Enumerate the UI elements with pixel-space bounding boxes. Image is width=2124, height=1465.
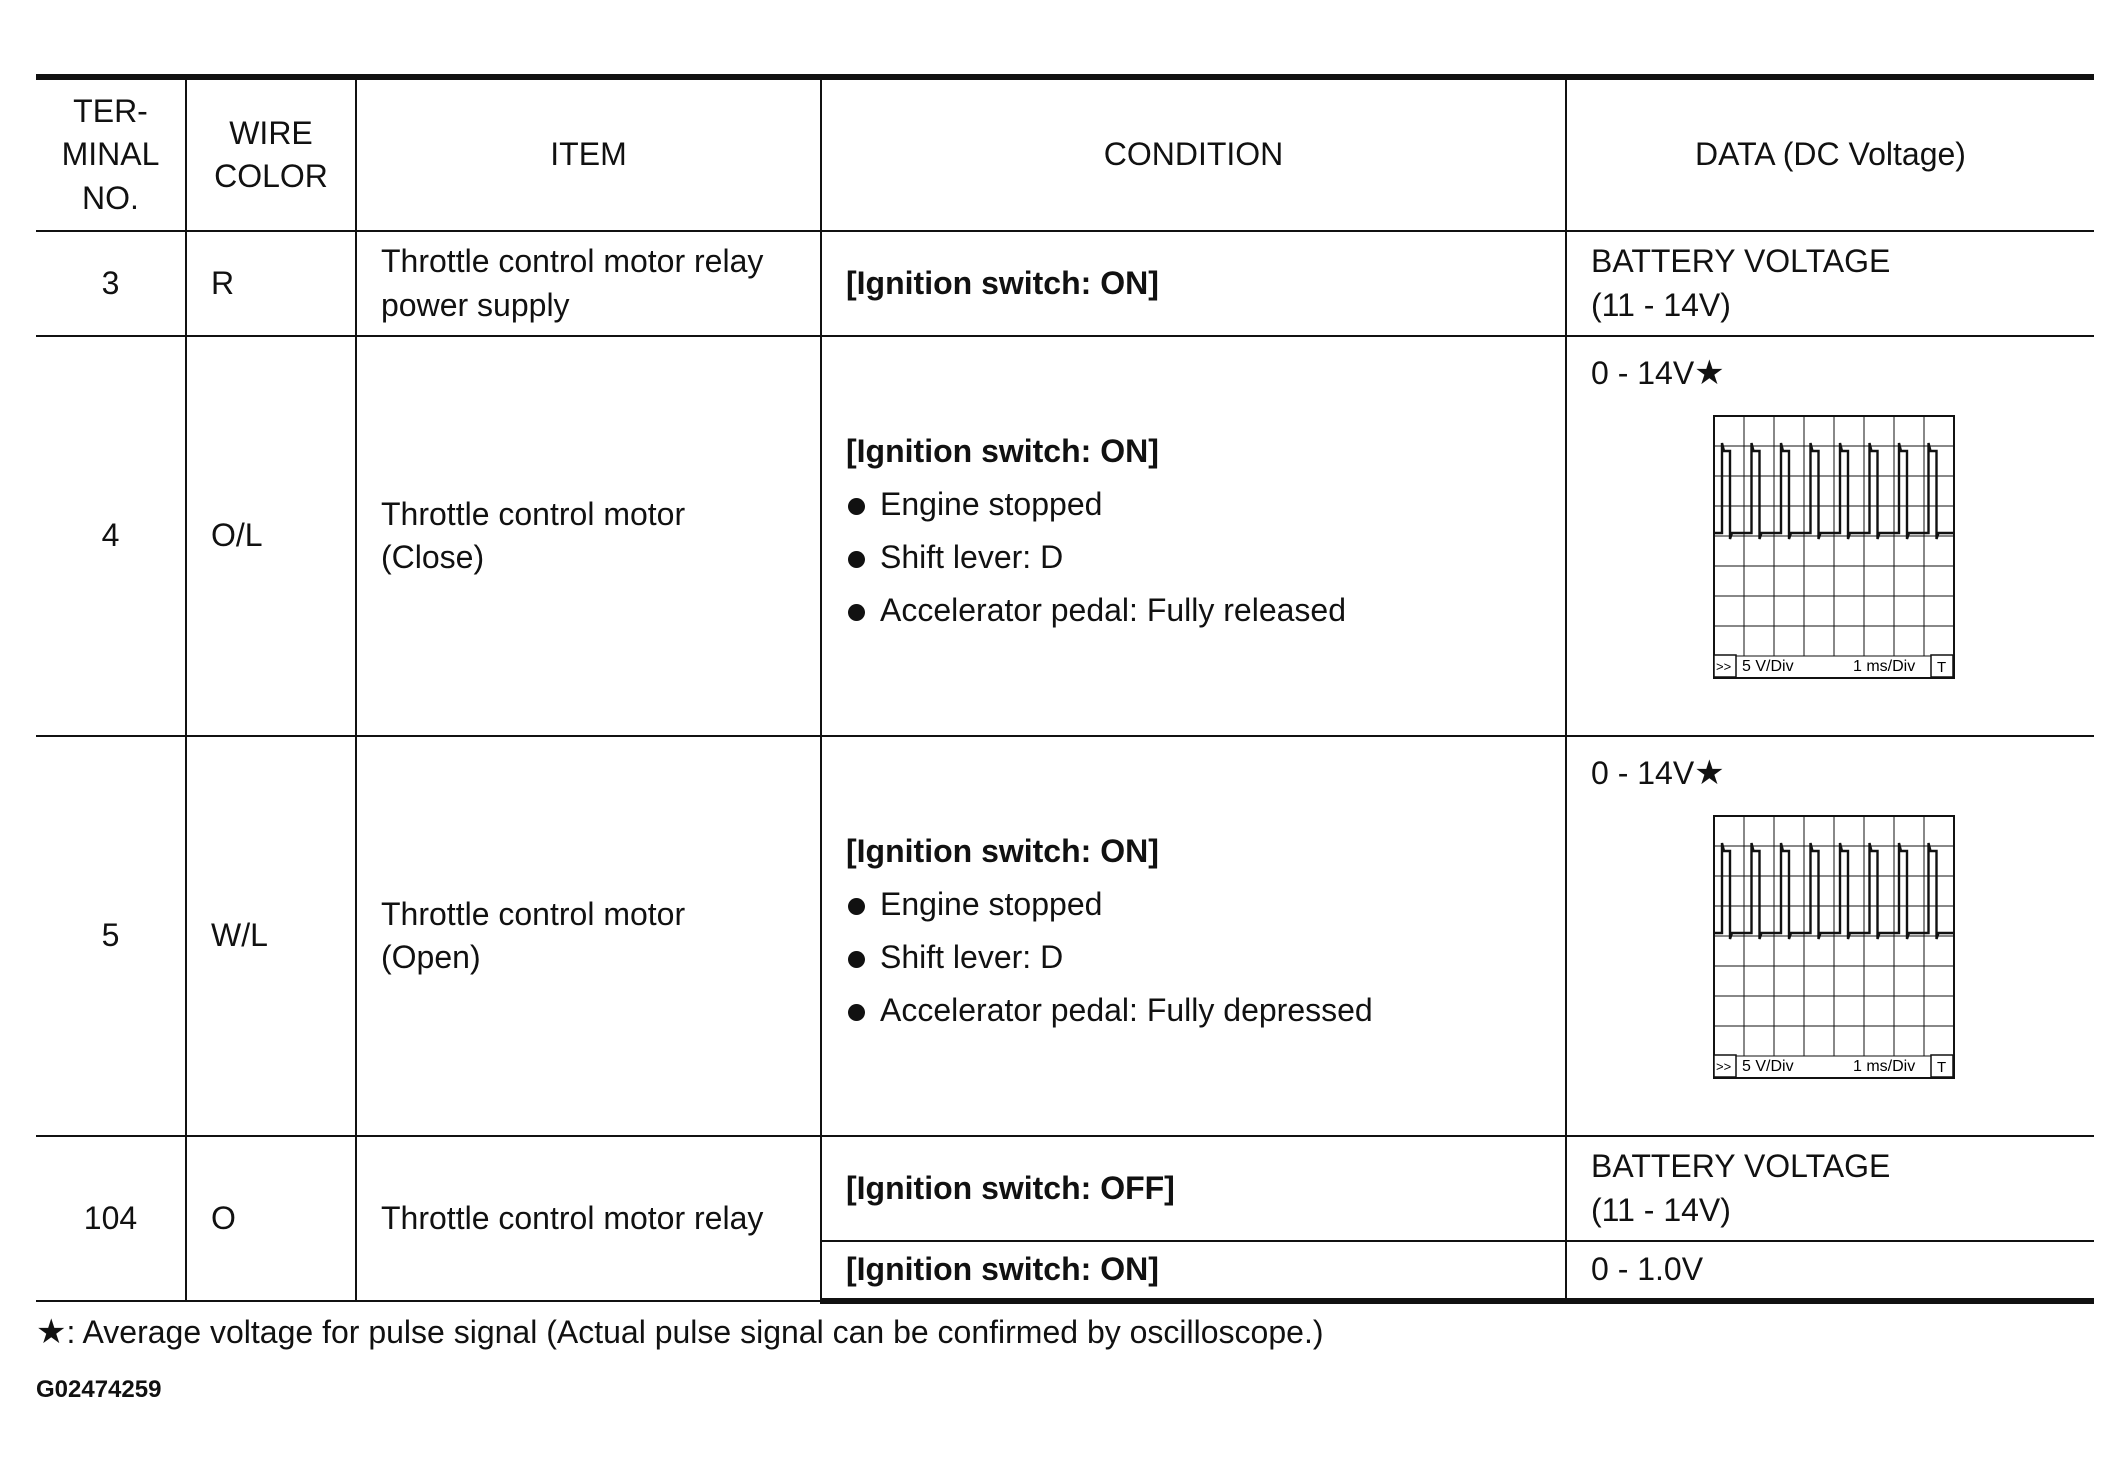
condition-item: Shift lever: D	[846, 536, 1555, 579]
condition-title: [Ignition switch: ON]	[846, 264, 1159, 301]
condition-cell: [Ignition switch: ON] Engine stopped Shi…	[820, 335, 1567, 737]
pulse-waveform	[1714, 842, 1954, 940]
condition-item: Engine stopped	[846, 883, 1555, 926]
star-icon: ★	[1694, 754, 1725, 792]
data-cell: 0 - 14V★ >> 5 V/Div 1 ms/Div T	[1565, 735, 2094, 1137]
header-condition: CONDITION	[820, 76, 1567, 232]
data-value: 0 - 14V	[1591, 755, 1695, 791]
condition-title: [Ignition switch: OFF]	[846, 1169, 1175, 1206]
header-wire-color: WIRE COLOR	[185, 76, 357, 232]
terminal-no-cell: 104	[36, 1135, 187, 1302]
oscilloscope-waveform: >> 5 V/Div 1 ms/Div T	[1713, 414, 1955, 690]
wire-color-cell: O	[185, 1135, 357, 1302]
terminal-no-cell: 3	[36, 230, 187, 337]
item-cell: Throttle control motor relay power suppl…	[355, 230, 822, 337]
star-icon: ★	[1694, 354, 1725, 392]
wire-color-cell: R	[185, 230, 357, 337]
terminal-data-table: TER- MINAL NO. WIRE COLOR ITEM CONDITION…	[36, 74, 2094, 1304]
item-cell: Throttle control motor (Open)	[355, 735, 822, 1137]
scope-time-div: 1 ms/Div	[1853, 1058, 1915, 1075]
scope-right-tag: T	[1937, 659, 1946, 676]
terminal-no-cell: 4	[36, 335, 187, 737]
item-cell: Throttle control motor relay	[355, 1135, 822, 1302]
figure-id: G02474259	[36, 1376, 162, 1403]
condition-list: Engine stopped Shift lever: D Accelerato…	[846, 883, 1555, 1033]
scope-left-tag: >>	[1716, 1059, 1731, 1074]
scope-time-div: 1 ms/Div	[1853, 658, 1915, 675]
header-data: DATA (DC Voltage)	[1565, 76, 2094, 232]
data-value: 0 - 14V	[1591, 355, 1695, 391]
oscilloscope-waveform: >> 5 V/Div 1 ms/Div T	[1713, 814, 1955, 1090]
data-cell: BATTERY VOLTAGE (11 - 14V)	[1565, 230, 2094, 337]
header-row: TER- MINAL NO. WIRE COLOR ITEM CONDITION…	[36, 76, 2094, 232]
condition-cell: [Ignition switch: ON] Engine stopped Shi…	[820, 735, 1567, 1137]
condition-title: [Ignition switch: ON]	[846, 1251, 1159, 1288]
header-terminal-no: TER- MINAL NO.	[36, 76, 187, 232]
condition-item: Accelerator pedal: Fully depressed	[846, 989, 1555, 1032]
header-item: ITEM	[355, 76, 822, 232]
condition-cell: [Ignition switch: ON]	[820, 230, 1567, 337]
scope-volt-div: 5 V/Div	[1742, 658, 1794, 675]
condition-cell: [Ignition switch: ON]	[821, 1240, 1567, 1304]
item-cell: Throttle control motor (Close)	[355, 335, 822, 737]
terminal-no-cell: 5	[36, 735, 187, 1137]
table-row: 104 O Throttle control motor relay [Igni…	[36, 1135, 2094, 1302]
scope-left-tag: >>	[1716, 659, 1731, 674]
condition-list: Engine stopped Shift lever: D Accelerato…	[846, 483, 1555, 633]
footnote-text: : Average voltage for pulse signal (Actu…	[66, 1314, 1324, 1350]
data-cell: 0 - 1.0V	[1565, 1240, 2094, 1304]
star-icon: ★	[36, 1313, 67, 1351]
condition-item: Engine stopped	[846, 483, 1555, 526]
condition-cell: [Ignition switch: OFF]	[820, 1135, 1567, 1242]
scope-volt-div: 5 V/Div	[1742, 1058, 1794, 1075]
table-row: [Ignition switch: ON] 0 - 1.0V	[36, 1240, 2094, 1304]
table-row: 4 O/L Throttle control motor (Close) [Ig…	[36, 335, 2094, 737]
condition-item: Shift lever: D	[846, 936, 1555, 979]
wire-color-cell: W/L	[185, 735, 357, 1137]
scope-right-tag: T	[1937, 1059, 1946, 1076]
condition-title: [Ignition switch: ON]	[846, 832, 1159, 869]
footnote: ★: Average voltage for pulse signal (Act…	[36, 1312, 1323, 1352]
pulse-waveform	[1714, 442, 1954, 540]
table-row: 3 R Throttle control motor relay power s…	[36, 230, 2094, 337]
condition-item: Accelerator pedal: Fully released	[846, 589, 1555, 632]
table-row: 5 W/L Throttle control motor (Open) [Ign…	[36, 735, 2094, 1137]
condition-title: [Ignition switch: ON]	[846, 432, 1159, 469]
data-cell: 0 - 14V★ >> 5 V/Div 1 ms/Div T	[1565, 335, 2094, 737]
wire-color-cell: O/L	[185, 335, 357, 737]
data-cell: BATTERY VOLTAGE (11 - 14V)	[1565, 1135, 2094, 1242]
